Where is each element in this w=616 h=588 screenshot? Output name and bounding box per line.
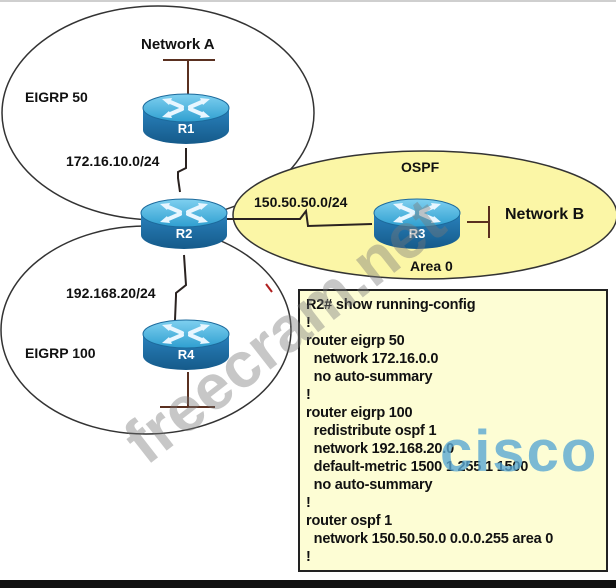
area-0-label: Area 0 [410,258,453,274]
cisco-watermark-text: cisco [440,419,599,484]
config-line: redistribute ospf 1 [306,423,437,439]
config-line: default-metric 1500 1 255 1 1500 [306,459,529,475]
eigrp-50-label: EIGRP 50 [25,89,88,105]
config-line: R2# show running-config [306,297,476,313]
config-line: network 192.168.20.0 [306,441,454,457]
link-r2-r3 [222,208,373,228]
running-config-panel: R2# show running-config ! router eigrp 5… [298,289,608,572]
router-r4-label: R4 [177,347,195,362]
config-line: network 150.50.50.0 0.0.0.255 area 0 [306,531,554,547]
router-r2-label: R2 [175,226,193,241]
link-r2-r4-label: 192.168.20/24 [66,285,156,301]
config-line: router eigrp 100 [306,405,413,421]
ospf-label: OSPF [401,159,440,175]
config-line: no auto-summary [306,477,433,493]
eigrp-100-label: EIGRP 100 [25,345,96,361]
router-r1-label: R1 [177,121,195,136]
config-line: ! [306,387,311,403]
router-r1-icon [141,92,231,146]
link-r2-r3-label: 150.50.50.0/24 [254,194,348,210]
red-mark [265,283,273,293]
config-line: network 172.16.0.0 [306,351,439,367]
config-line: ! [306,315,311,331]
config-line: router eigrp 50 [306,333,405,349]
config-line: ! [306,549,311,565]
link-r1-r2 [177,148,187,193]
bottom-border [0,580,616,588]
network-a-label: Network A [141,36,215,53]
config-line: router ospf 1 [306,513,393,529]
link-r1-r2-label: 172.16.10.0/24 [66,153,160,169]
network-b-label: Network B [505,206,585,223]
router-r2-icon [139,197,229,251]
link-r2-r4 [174,254,188,321]
config-line: ! [306,495,311,511]
config-line: no auto-summary [306,369,433,385]
router-r3-label: R3 [408,226,426,241]
